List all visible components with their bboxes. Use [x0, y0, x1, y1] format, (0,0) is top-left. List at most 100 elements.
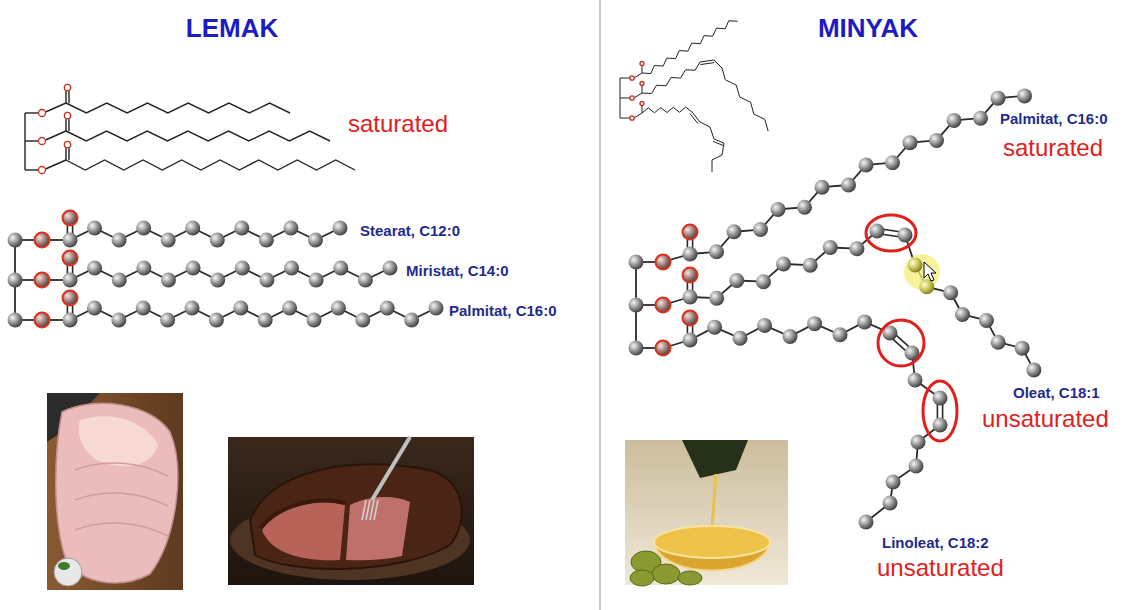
steak-slice [346, 497, 410, 560]
carbon-atom [919, 279, 934, 294]
oxygen-atom [35, 313, 50, 328]
carbon-atom [733, 331, 748, 346]
carbon-chain-line [66, 103, 290, 113]
saturation-label: saturated [1003, 134, 1103, 162]
ester-bond-line [620, 98, 630, 99]
ester-bond-line [634, 113, 642, 118]
carbon-atom [629, 255, 644, 270]
carbon-atom [756, 274, 771, 289]
carbonyl-line [68, 91, 69, 103]
carbon-atom [8, 233, 23, 248]
carbon-atom [709, 244, 724, 259]
red-circle [878, 320, 924, 366]
carbon-atom [933, 391, 948, 406]
carbon-atom [898, 228, 913, 243]
carbon-atom [161, 233, 176, 248]
carbon-atom [333, 261, 348, 276]
carbon-atom [629, 341, 644, 356]
ester-bond-line [25, 169, 39, 170]
ester-bond-line [25, 112, 39, 113]
red-circle [923, 381, 957, 441]
oxygen-mark [640, 62, 644, 66]
carbon-atom [404, 313, 419, 328]
carbon-atom [63, 273, 78, 288]
carbon-atom [63, 233, 78, 248]
carbon-atom [259, 233, 274, 248]
oxygen-mark [39, 110, 46, 117]
carbon-atom [284, 261, 299, 276]
carbon-atom [8, 313, 23, 328]
carbon-atom [947, 113, 962, 128]
raw-meat-photo [47, 393, 183, 590]
carbon-atom [307, 313, 322, 328]
double-bond-line [713, 141, 723, 145]
carbon-atom [234, 221, 249, 236]
fatty-acid-label: Linoleat, C18:2 [882, 534, 989, 551]
carbon-atom [355, 313, 370, 328]
carbonyl-line [642, 106, 643, 113]
oxygen-mark [64, 141, 70, 147]
carbon-chain-line [642, 107, 724, 172]
ester-bond-line [634, 93, 642, 98]
ester-bond-line [620, 118, 630, 119]
carbon-atom [833, 327, 848, 342]
fork-handle [372, 437, 410, 500]
carbon-atom [629, 298, 644, 313]
ester-bond-line [46, 160, 67, 169]
carbon-atom [683, 247, 698, 262]
panel-divider [599, 0, 601, 610]
ester-bond-line [46, 131, 67, 140]
carbon-atom [185, 301, 200, 316]
oxygen-mark [64, 112, 70, 118]
herb-sprig [58, 562, 70, 570]
olive [652, 564, 680, 584]
double-bond-line [690, 114, 698, 124]
carbon-atom [807, 316, 822, 331]
oxygen-atom [683, 268, 698, 283]
carbon-atom [87, 261, 102, 276]
pepper-bowl [54, 558, 82, 586]
ester-bond-line [25, 140, 39, 141]
saturation-label: unsaturated [877, 554, 1004, 582]
carbon-atom [161, 273, 176, 288]
carbon-atom [309, 273, 324, 288]
carbon-atom [233, 301, 248, 316]
carbon-atom [859, 515, 874, 530]
oxygen-atom [63, 251, 78, 266]
carbon-atom [210, 233, 225, 248]
carbon-atom [823, 240, 838, 255]
double-bond-line [700, 63, 714, 65]
carbon-atom [683, 333, 698, 348]
carbon-atom [210, 273, 225, 288]
ester-bond-line [634, 73, 642, 78]
oxygen-mark [640, 102, 644, 106]
carbon-atom [136, 301, 151, 316]
carbon-atom [991, 335, 1006, 350]
carbon-atom [955, 307, 970, 322]
carbon-atom [849, 241, 864, 256]
carbon-atom [186, 261, 201, 276]
carbon-atom [160, 313, 175, 328]
saturation-label: saturated [348, 110, 448, 138]
carbon-chain-line [66, 160, 355, 170]
carbon-atom [841, 177, 856, 192]
ham-sheen [79, 416, 158, 466]
oxygen-atom [63, 291, 78, 306]
fatty-acid-label: Stearat, C12:0 [360, 222, 460, 239]
carbonyl-line [65, 148, 66, 160]
olive-oil-photo [625, 440, 788, 586]
oxygen-mark [630, 116, 634, 120]
carbon-atom [943, 285, 958, 300]
carbon-atom [776, 257, 791, 272]
carbon-atom [258, 313, 273, 328]
carbon-atom [973, 111, 988, 126]
carbonyl-line [68, 119, 69, 131]
oxygen-mark [39, 167, 46, 174]
steak-crust [260, 500, 345, 528]
olive [678, 571, 702, 585]
carbon-atom [979, 313, 994, 328]
fork-tine [370, 500, 374, 520]
carbonyl-line [68, 148, 69, 160]
